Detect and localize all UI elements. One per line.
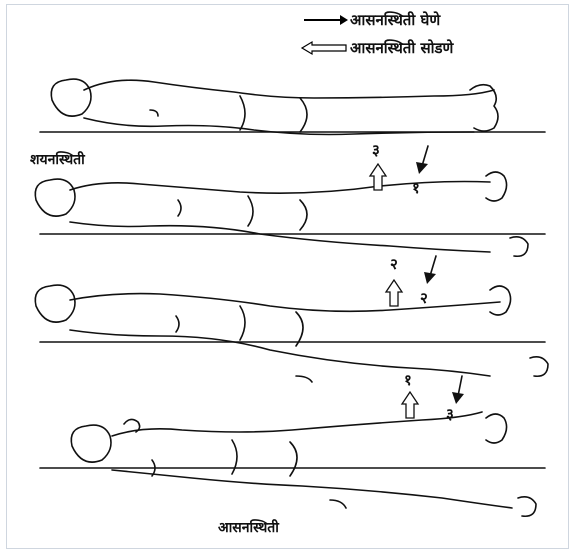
take-arrow-2	[430, 256, 436, 276]
hollow-arrow-2	[386, 280, 402, 306]
take-step-3: ३	[446, 404, 454, 424]
supine-position-label: शयनस्थिती	[30, 150, 85, 169]
solid-arrowhead-3	[452, 392, 464, 404]
release-step-3: १	[404, 370, 412, 390]
figure-step-2	[35, 285, 548, 382]
figure-step-1	[35, 172, 528, 256]
solid-arrowhead-1	[416, 162, 428, 174]
release-step-2: २	[390, 254, 398, 274]
solid-arrowhead-2	[424, 272, 436, 284]
take-arrow-1	[422, 146, 428, 166]
release-step-1: ३	[372, 140, 380, 160]
take-step-1: १	[412, 178, 420, 198]
asana-position-label: आसनस्थिती	[218, 518, 279, 537]
figure-asana	[71, 412, 536, 516]
figure-supine	[51, 79, 498, 134]
take-step-2: २	[420, 288, 428, 308]
take-arrow-3	[458, 376, 462, 396]
hollow-arrow-3	[402, 392, 418, 418]
